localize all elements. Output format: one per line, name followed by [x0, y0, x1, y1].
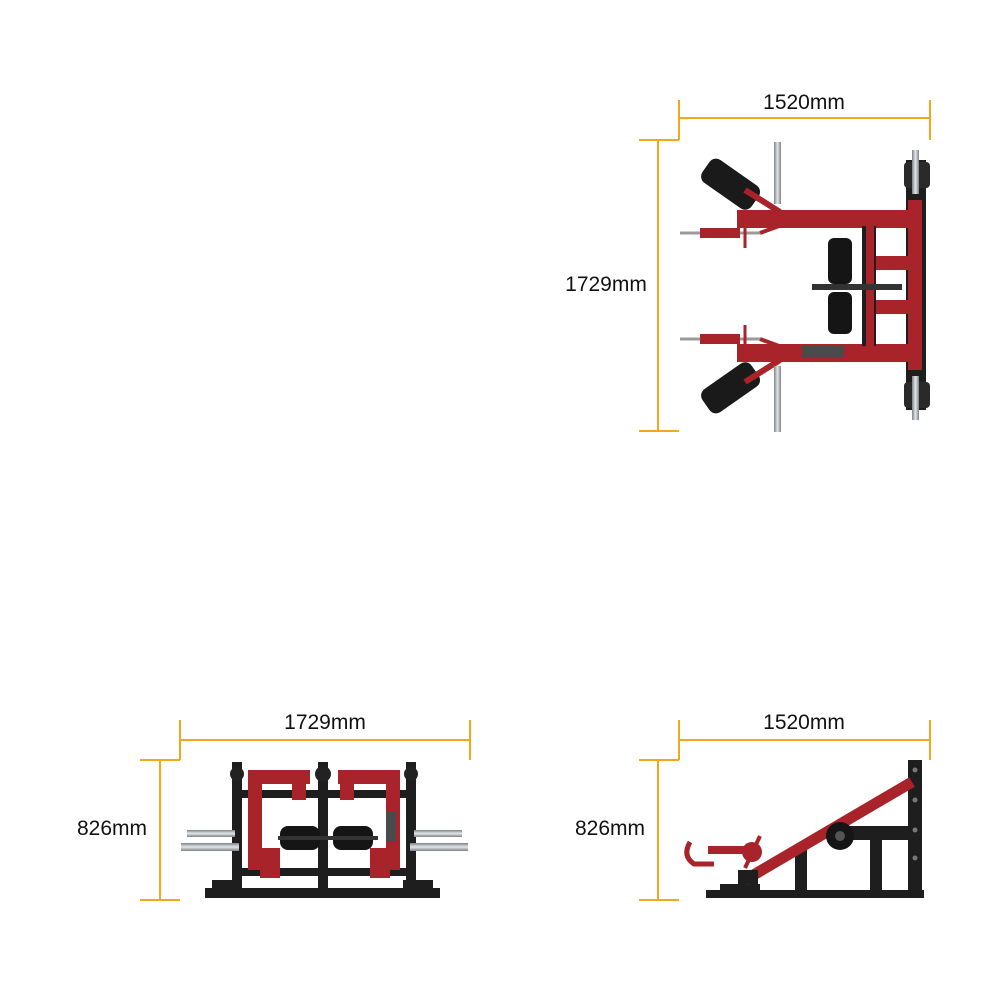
side-view-machine	[684, 760, 924, 898]
front-view-width-label: 1729mm	[284, 711, 366, 734]
front-view-machine	[181, 762, 468, 898]
side-view-height-label: 826mm	[575, 817, 645, 840]
side-view-width-dimension	[678, 720, 931, 760]
top-view-machine	[680, 142, 930, 432]
top-view-height-dimension	[639, 139, 679, 432]
top-view-width-dimension	[678, 100, 931, 140]
front-view: 1729mm 826mm	[77, 711, 471, 901]
front-view-width-dimension	[179, 720, 471, 760]
side-view-width-label: 1520mm	[763, 711, 845, 734]
front-view-height-label: 826mm	[77, 817, 147, 840]
side-view: 1520mm 826mm	[575, 711, 931, 901]
front-view-height-dimension	[140, 759, 180, 901]
top-view: 1520mm 1729mm	[565, 91, 931, 432]
side-view-height-dimension	[639, 759, 679, 901]
top-view-height-label: 1729mm	[565, 273, 647, 296]
top-view-width-label: 1520mm	[763, 91, 845, 114]
